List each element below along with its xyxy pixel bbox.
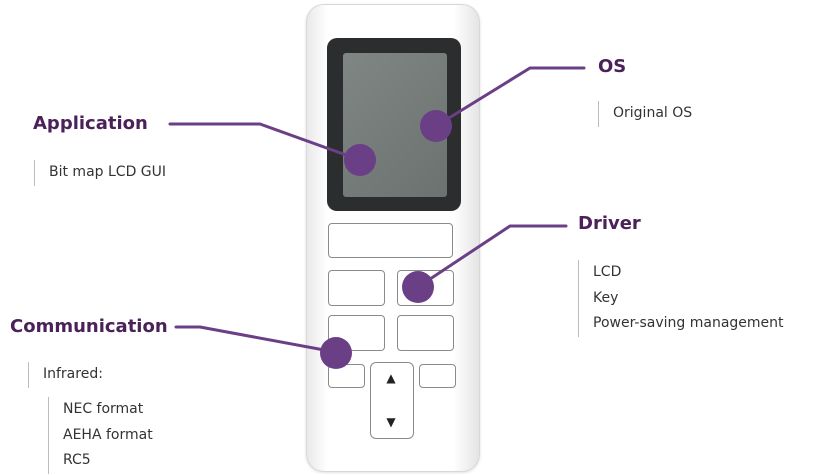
driver-heading: Driver: [578, 213, 641, 234]
remote-dpad: [370, 362, 414, 439]
os-heading: OS: [598, 56, 627, 77]
remote-small-button-right: [419, 364, 456, 388]
connector-communication: [174, 325, 337, 354]
connector-driver: [416, 224, 568, 289]
application-heading: Application: [33, 113, 148, 134]
arrow-up-icon: ▲: [386, 371, 396, 385]
application-item: Bit map LCD GUI: [49, 164, 167, 180]
remote-wide-button: [328, 223, 453, 258]
connector-os: [434, 66, 586, 128]
communication-dot: [320, 337, 352, 369]
communication-category: Infrared:: [43, 366, 103, 382]
remote-button-right-2: [397, 315, 454, 351]
communication-heading: Communication: [10, 316, 168, 337]
os-items: Original OS: [598, 101, 692, 127]
driver-items: LCD Key Power-saving management: [578, 260, 784, 337]
communication-item: AEHA format: [63, 426, 153, 443]
remote-button-left-1: [328, 270, 385, 306]
communication-items: NEC format AEHA format RC5: [48, 397, 153, 474]
driver-item: Power-saving management: [593, 315, 784, 331]
os-dot: [420, 110, 452, 142]
driver-item: Key: [593, 289, 619, 306]
application-items: Bit map LCD GUI: [34, 160, 166, 186]
communication-category-group: Infrared:: [28, 362, 103, 388]
communication-item: NEC format: [63, 401, 144, 417]
driver-item: LCD: [593, 264, 622, 280]
application-dot: [344, 144, 376, 176]
os-item: Original OS: [613, 105, 693, 121]
communication-item: RC5: [63, 452, 91, 468]
arrow-down-icon: ▼: [386, 415, 396, 429]
connector-application: [168, 122, 362, 162]
driver-dot: [402, 271, 434, 303]
